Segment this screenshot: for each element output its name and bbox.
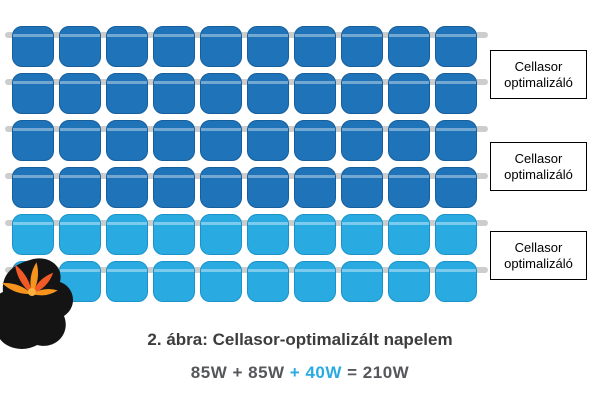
solar-cell bbox=[200, 167, 242, 208]
solar-cell bbox=[59, 73, 101, 114]
solar-cell bbox=[153, 120, 195, 161]
optimizer-box: Cellasor optimalizáló bbox=[490, 50, 587, 99]
optimizer-label-line2: optimalizáló bbox=[504, 74, 573, 90]
solar-cell bbox=[388, 120, 430, 161]
solar-cell bbox=[106, 26, 148, 67]
solar-cell bbox=[59, 214, 101, 255]
optimizer-label-line2: optimalizáló bbox=[504, 255, 573, 271]
solar-cell bbox=[388, 26, 430, 67]
solar-cell bbox=[247, 167, 289, 208]
solar-cell bbox=[341, 214, 383, 255]
bus-bar bbox=[5, 79, 488, 85]
solar-cell bbox=[247, 73, 289, 114]
optimizer-label-line1: Cellasor bbox=[514, 239, 563, 255]
solar-cell bbox=[341, 167, 383, 208]
figure-caption: 2. ábra: Cellasor-optimalizált napelem bbox=[147, 330, 453, 349]
solar-cell bbox=[341, 26, 383, 67]
solar-cell bbox=[294, 120, 336, 161]
solar-cell bbox=[388, 261, 430, 302]
solar-cell bbox=[153, 26, 195, 67]
optimizer-label-line2: optimalizáló bbox=[504, 166, 573, 182]
formula-right: = 210W bbox=[341, 363, 410, 382]
flower-logo-icon bbox=[0, 258, 73, 349]
solar-cell bbox=[153, 261, 195, 302]
solar-cell bbox=[341, 73, 383, 114]
formula-left: 85W + 85W bbox=[190, 363, 285, 382]
solar-cell bbox=[388, 214, 430, 255]
solar-cell bbox=[341, 261, 383, 302]
solar-cell bbox=[200, 261, 242, 302]
solar-cell bbox=[294, 167, 336, 208]
solar-cell bbox=[106, 167, 148, 208]
solar-cell bbox=[12, 167, 54, 208]
optimizer-label-line1: Cellasor bbox=[514, 58, 563, 74]
solar-cell bbox=[435, 120, 477, 161]
wattage-formula: 85W + 85W + 40W = 210W bbox=[0, 363, 600, 383]
solar-cell bbox=[106, 261, 148, 302]
optimizer-label-line1: Cellasor bbox=[514, 150, 563, 166]
solar-cell bbox=[294, 26, 336, 67]
bus-bar bbox=[5, 267, 488, 273]
bus-bar bbox=[5, 220, 488, 226]
optimizer-box: Cellasor optimalizáló bbox=[490, 231, 587, 280]
solar-cell bbox=[12, 120, 54, 161]
solar-cell bbox=[435, 214, 477, 255]
solar-cell bbox=[388, 167, 430, 208]
solar-cell bbox=[294, 214, 336, 255]
bus-bar bbox=[5, 173, 488, 179]
solar-cell bbox=[200, 26, 242, 67]
solar-cell bbox=[153, 73, 195, 114]
solar-cell bbox=[12, 73, 54, 114]
solar-cell bbox=[59, 167, 101, 208]
solar-cell bbox=[247, 214, 289, 255]
solar-cell bbox=[106, 120, 148, 161]
solar-cell bbox=[59, 120, 101, 161]
solar-cell bbox=[435, 73, 477, 114]
solar-cell bbox=[12, 214, 54, 255]
solar-cell bbox=[435, 167, 477, 208]
solar-cell bbox=[59, 26, 101, 67]
solar-cell bbox=[247, 26, 289, 67]
solar-cell bbox=[388, 73, 430, 114]
bus-bar bbox=[5, 32, 488, 38]
solar-cell bbox=[294, 73, 336, 114]
formula-highlight: + 40W bbox=[284, 363, 342, 382]
solar-cell bbox=[294, 261, 336, 302]
solar-cell bbox=[435, 261, 477, 302]
solar-cell bbox=[200, 214, 242, 255]
solar-cell bbox=[153, 214, 195, 255]
bus-bar bbox=[5, 126, 488, 132]
solar-cell bbox=[106, 214, 148, 255]
solar-cell bbox=[12, 26, 54, 67]
solar-cell bbox=[341, 120, 383, 161]
solar-cell bbox=[435, 26, 477, 67]
solar-cell bbox=[200, 73, 242, 114]
solar-cell bbox=[153, 167, 195, 208]
solar-cell bbox=[106, 73, 148, 114]
solar-cell bbox=[200, 120, 242, 161]
solar-cell bbox=[247, 120, 289, 161]
solar-cell bbox=[247, 261, 289, 302]
optimizer-box: Cellasor optimalizáló bbox=[490, 142, 587, 191]
